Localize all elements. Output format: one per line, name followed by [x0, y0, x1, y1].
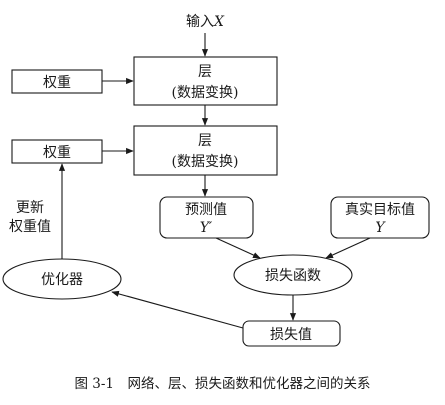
target-box	[330, 196, 430, 239]
loss-value-label: 损失值	[270, 327, 312, 343]
loss-value-box	[242, 320, 341, 347]
layer2-subtitle: (数据变换)	[172, 153, 239, 170]
target-label: 真实目标值	[345, 202, 415, 218]
layer2-box	[133, 125, 278, 176]
input-label: 输入X	[186, 14, 225, 30]
weights2-label: 权重	[43, 145, 71, 161]
weights1-label: 权重	[43, 75, 71, 91]
update-line1: 更新	[16, 200, 44, 216]
prediction-variable: Y′	[200, 220, 213, 236]
layer2-title: 层	[198, 133, 212, 149]
prediction-box	[159, 196, 254, 239]
target-variable: Y	[375, 220, 386, 236]
layer1-subtitle: (数据变换)	[172, 84, 239, 101]
arrow-target-to-loss	[325, 237, 371, 259]
prediction-label: 预测值	[185, 202, 227, 218]
update-line2: 权重值	[9, 219, 51, 235]
layer1-title: 层	[198, 64, 212, 80]
arrow-lossvalue-to-optimizer	[111, 290, 244, 329]
arrow-prediction-to-loss	[215, 237, 261, 259]
optimizer-label: 优化器	[41, 272, 83, 288]
figure-caption: 图 3-1 网络、层、损失函数和优化器之间的关系	[74, 376, 371, 392]
loss-function-label: 损失函数	[265, 268, 321, 284]
